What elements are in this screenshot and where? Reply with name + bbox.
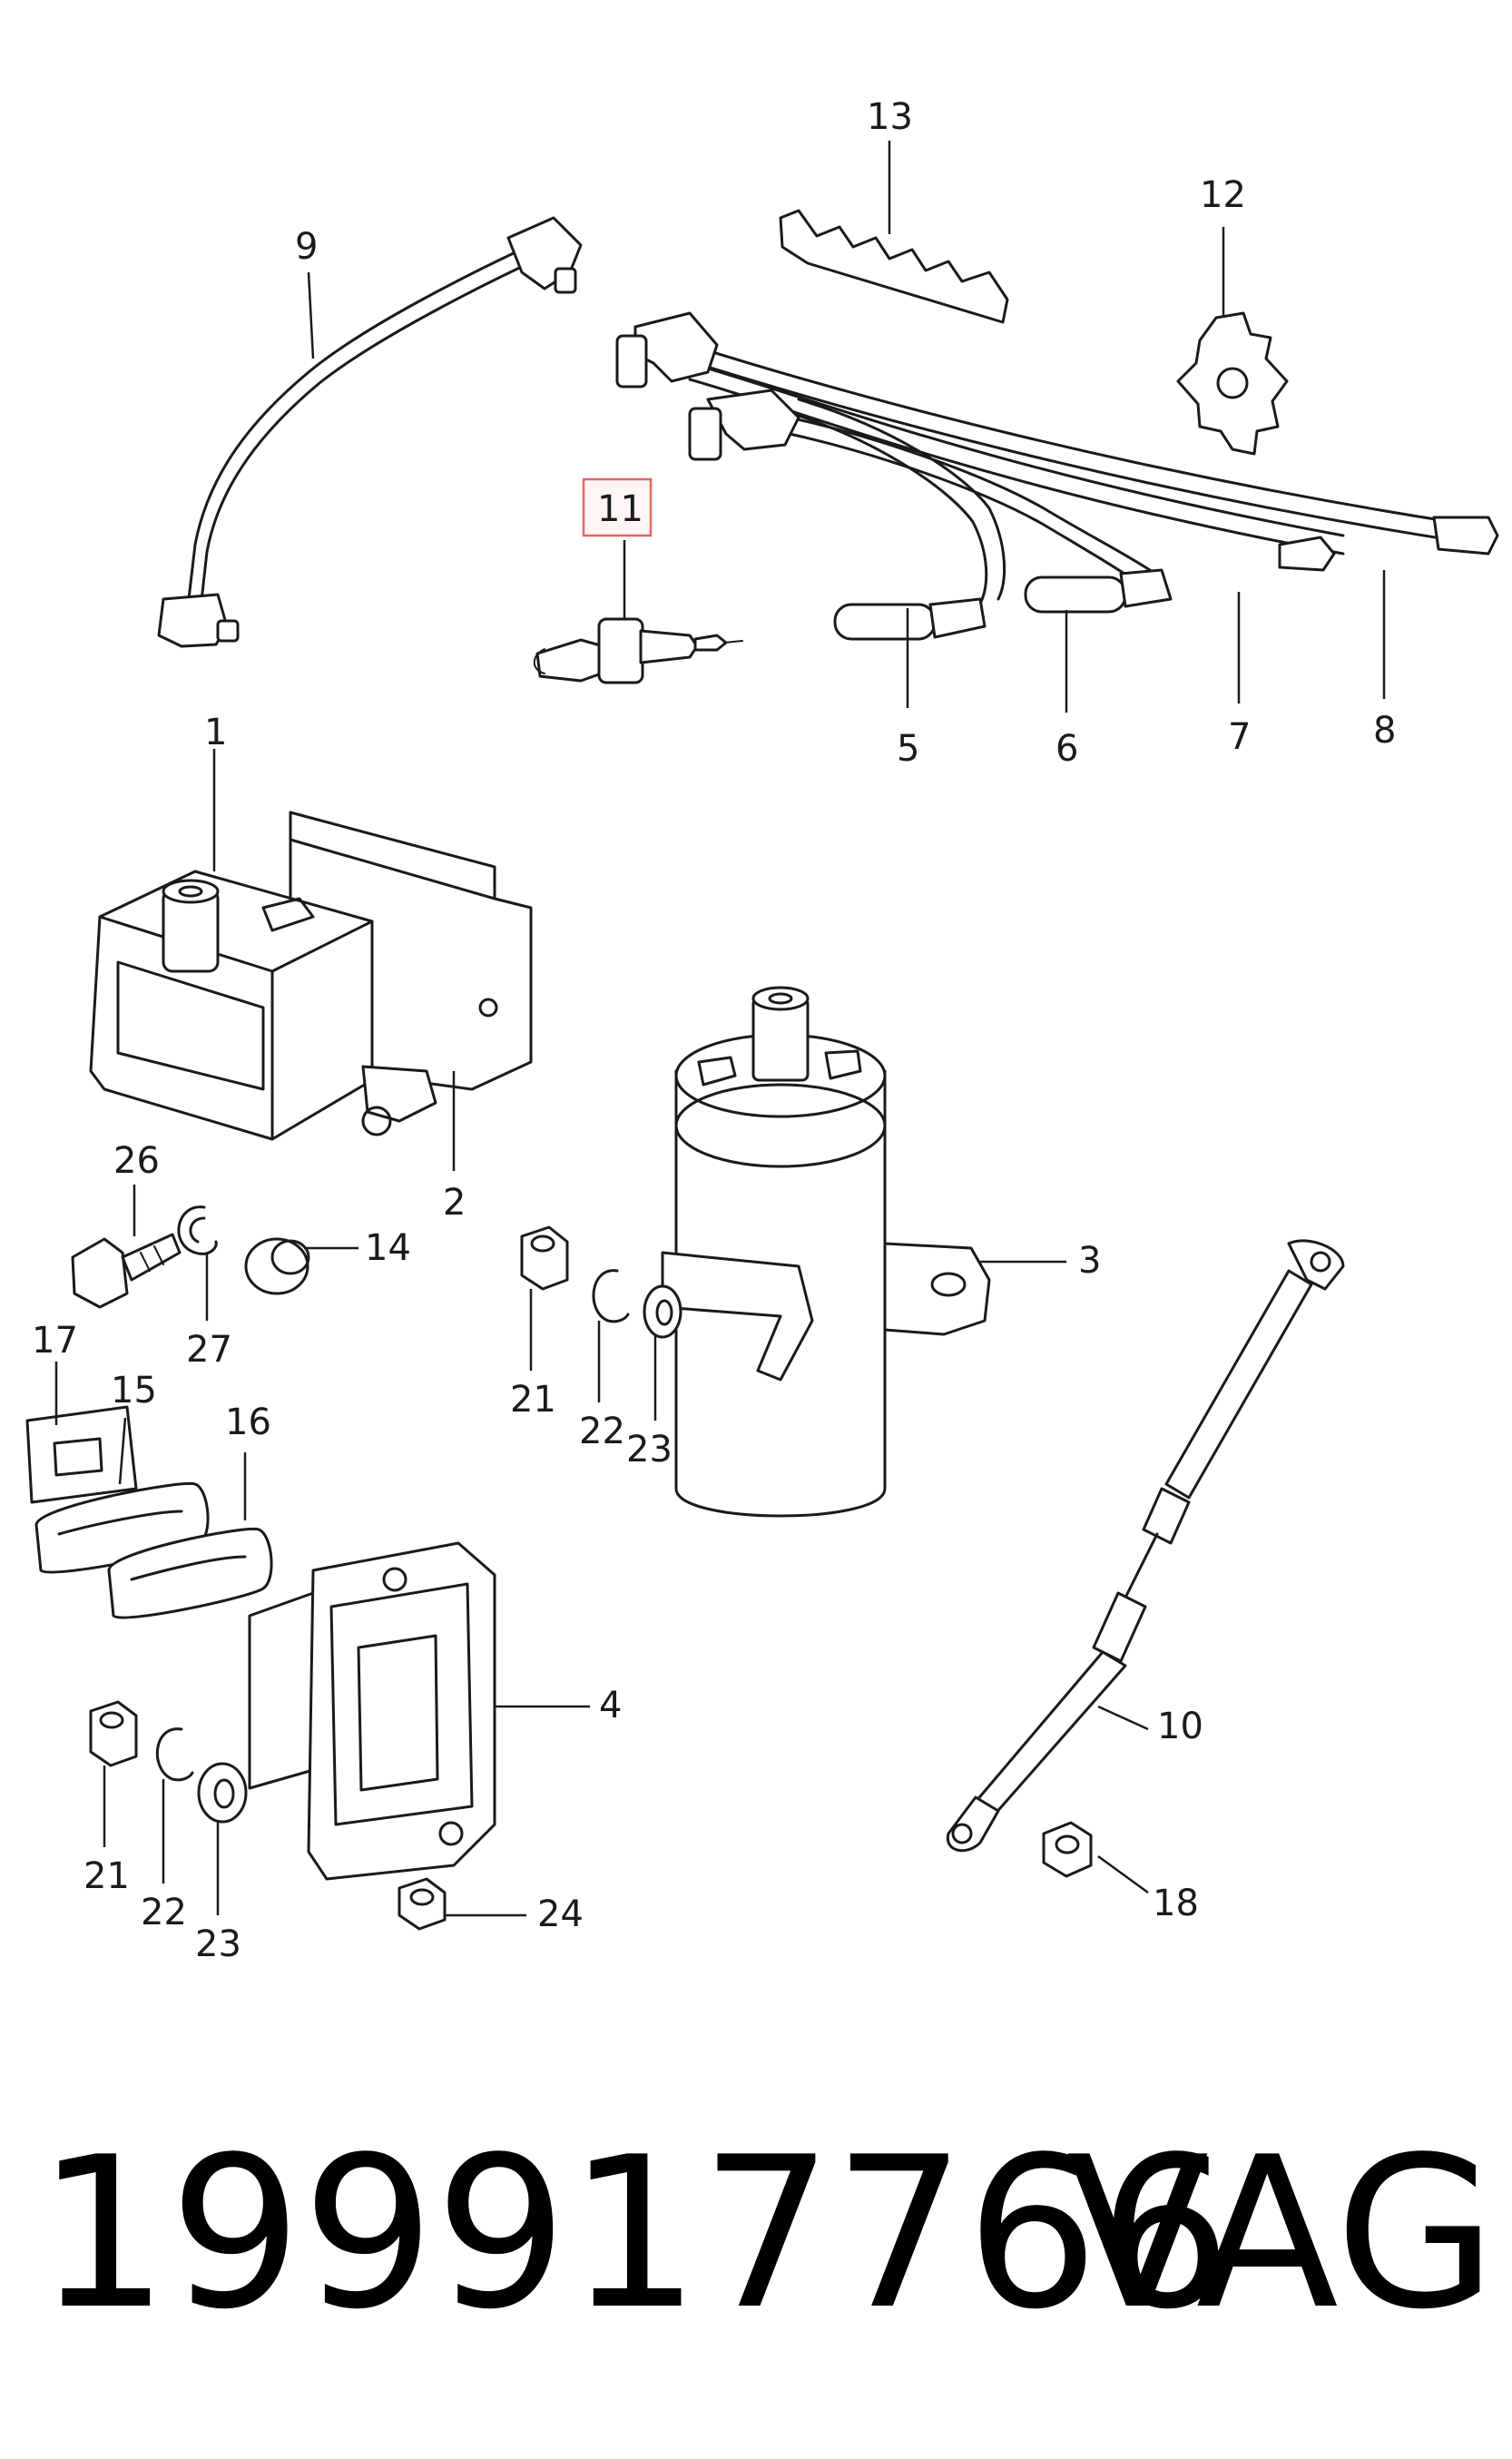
callout-2: 2: [443, 1182, 466, 1224]
callout-3: 3: [1078, 1240, 1101, 1282]
callout-12: 12: [1200, 174, 1246, 216]
leader-lines: [54, 141, 1386, 1917]
washer-part-22-lower: [155, 1727, 194, 1782]
callout-11: 11: [597, 488, 643, 530]
plug-part-14: [244, 1237, 310, 1295]
callout-7: 7: [1228, 716, 1251, 758]
cap-clip-part-12: [1176, 311, 1289, 456]
washer-part-23-lower: [197, 1762, 248, 1824]
footer: 199917766 VAG: [36, 2113, 1497, 2356]
cover-part-17: [25, 1405, 138, 1504]
callout-18: 18: [1153, 1883, 1199, 1924]
callout-labels: 1 2 3 4 5 6 7 8 9 10 11 12 13 14 15 16 1…: [32, 96, 1396, 1965]
ignition-lead-set-parts-5-8: [615, 311, 1499, 641]
callout-23-upper: 23: [626, 1429, 673, 1470]
callout-5: 5: [897, 728, 919, 770]
nut-part-21-lower: [89, 1700, 138, 1767]
callout-15: 15: [111, 1370, 157, 1411]
spark-plug-part-11: [533, 617, 743, 684]
callout-10: 10: [1157, 1706, 1203, 1747]
lead-holder-part-13: [779, 209, 1009, 324]
callout-1: 1: [204, 712, 227, 753]
washer-part-22-upper: [592, 1269, 630, 1323]
callout-21-upper: 21: [510, 1379, 556, 1421]
callout-8: 8: [1373, 710, 1396, 752]
callout-16: 16: [225, 1402, 271, 1443]
coil-part-3: [661, 986, 991, 1518]
ignition-lead-part-9: [157, 216, 583, 648]
callout-27: 27: [186, 1329, 232, 1371]
callout-4: 4: [599, 1685, 622, 1726]
bolt-part-26: [71, 1233, 182, 1309]
callout-11-highlight: [582, 477, 653, 537]
callout-14: 14: [365, 1227, 411, 1269]
callout-21-lower: 21: [83, 1855, 130, 1897]
callout-17: 17: [32, 1320, 78, 1362]
callout-22-upper: 22: [579, 1411, 625, 1452]
callout-23-lower: 23: [195, 1923, 241, 1965]
callout-26: 26: [113, 1140, 160, 1182]
coil-assembly-part-1: [89, 811, 533, 1141]
brand-name: VAG: [1066, 2113, 1497, 2356]
callout-22-lower: 22: [141, 1892, 187, 1933]
nut-part-18: [1042, 1821, 1093, 1878]
nut-part-21-upper: [520, 1225, 569, 1291]
strut-part-10: [946, 1239, 1345, 1853]
nut-part-24: [398, 1877, 447, 1931]
part-number: 199917766: [36, 2113, 1232, 2356]
callout-13: 13: [867, 96, 913, 138]
callout-6: 6: [1055, 728, 1078, 770]
control-unit-part-4: [248, 1541, 496, 1881]
clip-part-27: [177, 1205, 218, 1255]
callout-9: 9: [295, 226, 318, 268]
washer-part-23-upper: [643, 1284, 682, 1339]
callout-24: 24: [537, 1893, 584, 1935]
grommet-part-16: [107, 1527, 273, 1619]
